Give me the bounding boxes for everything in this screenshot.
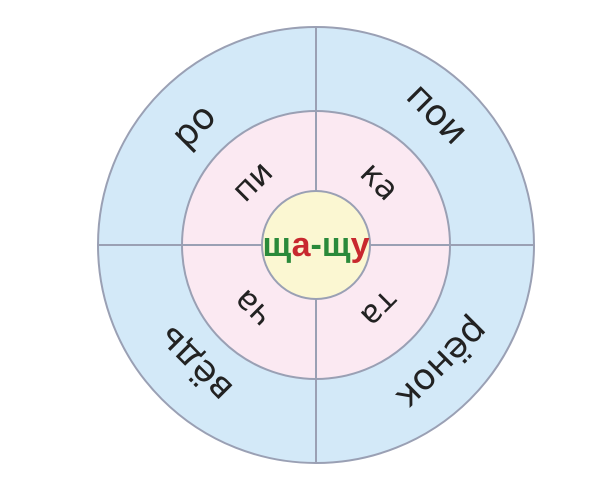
center-letter-consonant: - bbox=[311, 226, 322, 264]
center-letter-vowel: у bbox=[351, 226, 370, 264]
center-letter-consonant: щ bbox=[322, 226, 351, 264]
center-letter-vowel: а bbox=[292, 226, 312, 264]
center-letter-consonant: щ bbox=[263, 226, 292, 264]
center-circle bbox=[261, 190, 371, 300]
center-syllables: ща-щу bbox=[263, 226, 370, 264]
